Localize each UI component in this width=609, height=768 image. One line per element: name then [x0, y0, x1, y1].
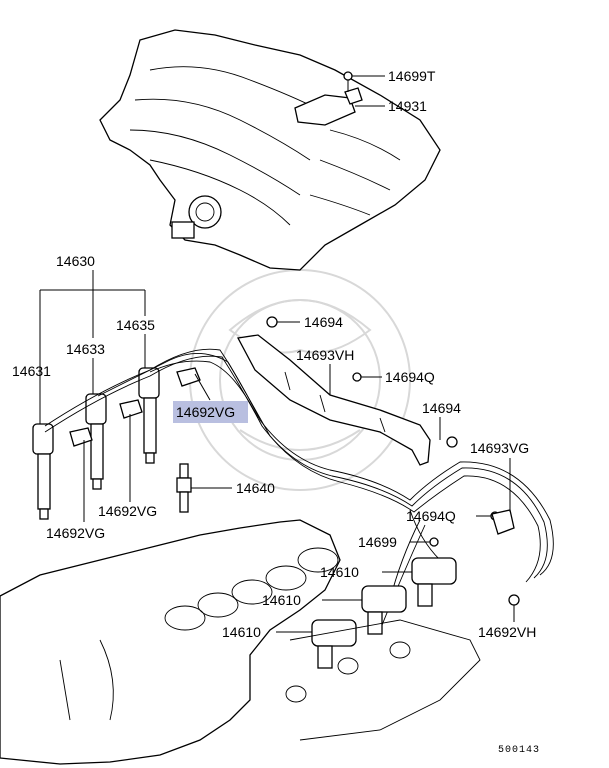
label-highlight	[173, 401, 248, 423]
label-14692VG-left: 14692VG	[46, 525, 105, 541]
bolt-14694-top	[266, 316, 278, 328]
clip-14693VG	[491, 509, 515, 535]
ignition-coil-b	[361, 585, 407, 635]
label-14630: 14630	[56, 253, 95, 269]
label-14694-top: 14694	[304, 314, 343, 330]
plug-boot-14635	[138, 367, 160, 464]
bolt-14692VH	[508, 594, 520, 606]
label-14692VG-mid: 14692VG	[98, 503, 157, 519]
wire-clip-left	[69, 427, 93, 447]
label-14692VH: 14692VH	[478, 624, 536, 640]
label-14610-b: 14610	[262, 592, 301, 608]
diagram-code: 500143	[498, 745, 540, 756]
plug-boot-14633	[85, 393, 107, 490]
engine-block	[0, 519, 481, 765]
harness-bracket-14693VH	[236, 334, 431, 466]
label-14699T: 14699T	[388, 68, 436, 84]
leader-lines	[39, 75, 515, 633]
label-14635: 14635	[116, 317, 155, 333]
label-14931: 14931	[388, 98, 427, 114]
ignition-coil-a	[411, 557, 457, 607]
wire-clip-mid	[119, 399, 143, 419]
bolt-14694-right	[446, 436, 458, 448]
label-14610-a: 14610	[320, 564, 359, 580]
wire-harness	[44, 348, 554, 631]
label-14633: 14633	[66, 341, 105, 357]
label-14699: 14699	[358, 534, 397, 550]
label-14694-right: 14694	[422, 400, 461, 416]
sensor-14931	[294, 87, 363, 126]
label-14610-c: 14610	[222, 624, 261, 640]
bolt-14694Q-top	[352, 372, 362, 382]
wire-clip-hl	[176, 367, 201, 387]
ignition-coil-c	[311, 619, 357, 669]
label-14631: 14631	[12, 363, 51, 379]
intake-manifold	[99, 29, 441, 271]
label-14640: 14640	[236, 480, 275, 496]
plug-boot-14631	[32, 423, 54, 520]
spark-plug-14640	[176, 463, 192, 513]
bolt-14699	[429, 537, 439, 547]
label-14692VG-highlighted: 14692VG	[176, 404, 235, 420]
label-14693VG: 14693VG	[470, 440, 529, 456]
label-14694Q-top: 14694Q	[385, 369, 435, 385]
label-14694Q-right: 14694Q	[406, 508, 456, 524]
label-14693VH: 14693VH	[296, 347, 354, 363]
